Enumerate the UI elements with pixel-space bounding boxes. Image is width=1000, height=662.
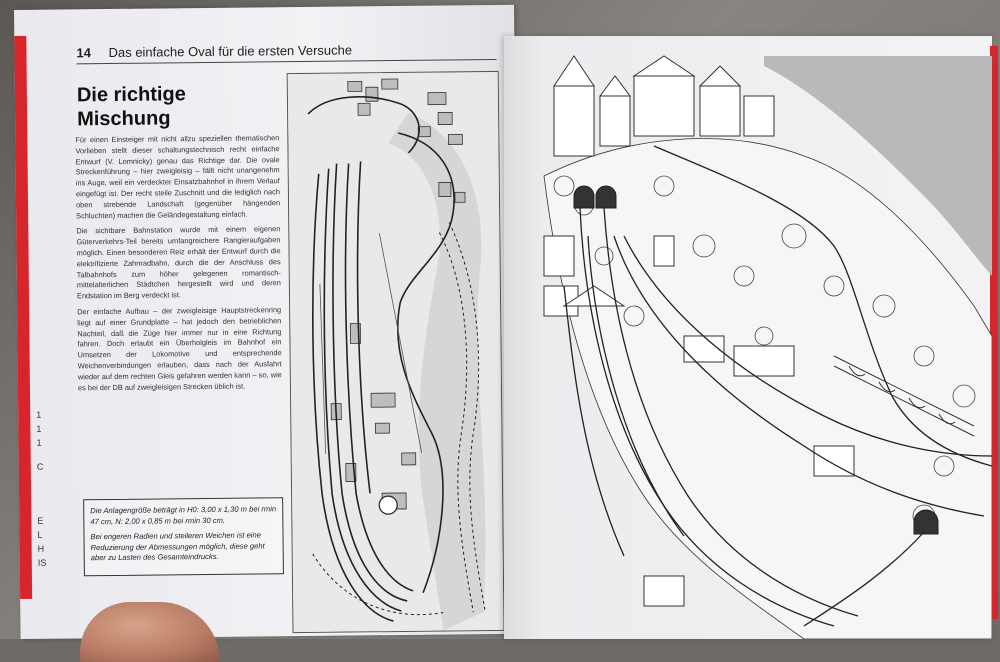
margin-mark: E bbox=[37, 515, 44, 526]
info-box-size: Die Anlagengröße beträgt in H0: 3,00 x 1… bbox=[90, 504, 277, 526]
margin-mark: C bbox=[36, 461, 44, 472]
track-plan-svg bbox=[287, 71, 504, 633]
margin-mark: 1 bbox=[36, 409, 42, 420]
margin-mark: IS bbox=[37, 557, 47, 568]
running-header: 14 Das einfache Oval für die ersten Vers… bbox=[76, 42, 352, 60]
red-edge-band bbox=[14, 35, 33, 599]
header-rule bbox=[76, 58, 497, 65]
right-page bbox=[504, 36, 998, 639]
running-head-text: Das einfache Oval für die ersten Versuch… bbox=[108, 42, 353, 61]
paragraph: Für einen Einsteiger mit nicht allzu spe… bbox=[75, 133, 281, 220]
margin-mark: L bbox=[37, 529, 43, 540]
article-title: Die richtige Mischung bbox=[77, 81, 277, 131]
red-edge-band bbox=[990, 46, 998, 619]
book-spread: 14 Das einfache Oval für die ersten Vers… bbox=[14, 4, 998, 662]
track-plan-drawing bbox=[286, 70, 505, 634]
info-box-note: Bei engeren Radien und steileren Weichen… bbox=[90, 530, 265, 563]
title-line-1: Die richtige bbox=[76, 83, 186, 107]
left-page: 14 Das einfache Oval für die ersten Vers… bbox=[14, 4, 521, 639]
layout-illustration bbox=[543, 55, 992, 639]
margin-mark: 1 bbox=[36, 423, 42, 434]
margin-mark: H bbox=[37, 543, 45, 554]
title-line-2: Mischung bbox=[77, 107, 171, 131]
margin-mark: 1 bbox=[36, 437, 42, 448]
paragraph: Der einfache Aufbau – der zweigleisige H… bbox=[77, 305, 282, 392]
article-body: Für einen Einsteiger mit nicht allzu spe… bbox=[75, 133, 282, 398]
page-number: 14 bbox=[76, 45, 91, 61]
paragraph: Die sichtbare Bahnstation wurde mit eine… bbox=[76, 224, 281, 301]
info-box: Die Anlagengröße beträgt in H0: 3,00 x 1… bbox=[83, 497, 284, 577]
margin-marks: 1 1 1 C E L H IS bbox=[36, 408, 46, 570]
